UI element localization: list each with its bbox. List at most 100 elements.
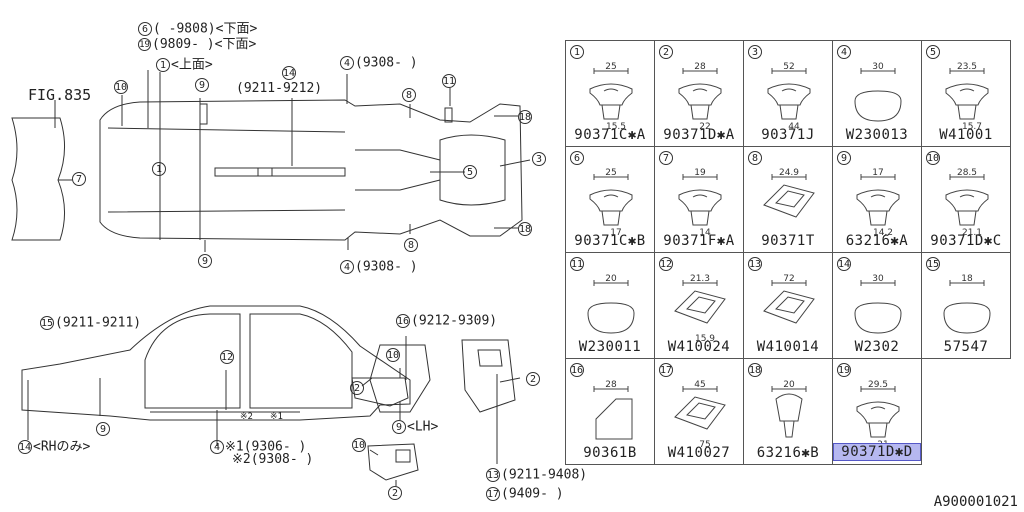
part-code[interactable]: 90371D✱A <box>663 127 735 143</box>
part-icon: 28.521.1 <box>945 168 989 238</box>
part-number: 1 <box>570 45 584 59</box>
figure-reference: FIG.835 <box>28 86 92 104</box>
callout-2-left: 2 <box>350 381 365 396</box>
callout-number: 8 <box>404 238 418 252</box>
callout-number: 12 <box>220 350 234 364</box>
callout-number: 5 <box>463 165 477 179</box>
part-cell-19[interactable]: 29.5211990371D✱D <box>832 358 922 465</box>
part-code[interactable]: 90371J <box>761 127 815 143</box>
callout-text: <LH> <box>407 419 439 435</box>
part-icon: 18 <box>943 274 991 334</box>
callout-number: 19 <box>138 38 151 51</box>
callout-number: 4 <box>210 440 224 454</box>
part-number: 7 <box>659 151 673 165</box>
part-dimension: 45 <box>694 380 705 390</box>
part-dimension: 14.2 <box>873 228 893 238</box>
callout-number: 9 <box>96 422 110 436</box>
part-code[interactable]: 90371D✱C <box>930 233 1002 249</box>
callout-4-top: 4(9308- ) <box>340 56 418 71</box>
part-code[interactable]: W41001 <box>939 127 993 143</box>
part-code[interactable]: W410027 <box>667 445 731 461</box>
callout-5: 5 <box>463 165 478 180</box>
part-code[interactable]: W410024 <box>667 339 731 355</box>
callout-4-bottom: 4(9308- ) <box>340 260 418 275</box>
part-number: 3 <box>748 45 762 59</box>
part-code[interactable]: 90371F✱A <box>663 233 735 249</box>
callout-text: (9809- )<下面> <box>152 37 257 52</box>
part-dimension: 75 <box>699 440 710 450</box>
callout-10-mid: 10 <box>386 348 401 363</box>
part-dimension: 15.5 <box>606 122 626 132</box>
part-dimension: 24.9 <box>779 168 799 178</box>
callout-1: 1 <box>152 162 167 177</box>
callout-number: 7 <box>72 172 86 186</box>
callout-number: 14 <box>18 440 32 454</box>
callout-9-bottom: 9 <box>198 254 213 269</box>
part-icon: 17 14.2 <box>856 168 900 238</box>
part-code[interactable]: W230011 <box>578 339 642 355</box>
part-code[interactable]: 90371C✱B <box>574 233 646 249</box>
part-dimension: 20 <box>605 274 617 284</box>
fig835-panel <box>11 117 66 241</box>
part-dimension: 17 <box>872 168 883 178</box>
part-icon: 24.9 <box>763 168 815 218</box>
part-icon: 28 <box>593 380 633 440</box>
callout-12: 12 <box>220 350 235 365</box>
part-code[interactable]: 57547 <box>943 339 989 355</box>
callout-text: ( -9808)<下面> <box>153 21 258 37</box>
part-number: 6 <box>570 151 584 165</box>
part-number: 4 <box>837 45 851 59</box>
callout-4-star2: ※2(9308- ) <box>232 452 314 467</box>
callout-number: 18 <box>518 110 532 124</box>
callout-7: 7 <box>72 172 87 187</box>
callout-1-top: 1<上面> <box>156 58 213 73</box>
callout-text: (9409- ) <box>501 486 564 502</box>
callout-number: 10 <box>114 80 128 94</box>
part-code[interactable]: 90371C✱A <box>574 127 646 143</box>
part-code[interactable]: 90371D✱D <box>833 443 921 461</box>
underbody-outline <box>99 99 523 241</box>
callout-number: 9 <box>198 254 212 268</box>
part-code[interactable]: 63216✱A <box>845 233 909 249</box>
part-code[interactable]: W410014 <box>756 339 820 355</box>
callout-number: 1 <box>152 162 166 176</box>
callout-number: 13 <box>486 468 500 482</box>
part-code[interactable]: 90361B <box>583 445 637 461</box>
callout-number: 1 <box>156 58 170 72</box>
callout-text: (9308- ) <box>355 259 418 275</box>
part-code[interactable]: 63216✱B <box>756 445 820 461</box>
part-code[interactable]: W230013 <box>845 127 909 143</box>
callout-14: 14 <box>282 66 297 81</box>
callout-14-range: (9211-9212) <box>236 81 323 96</box>
callout-text: <上面> <box>171 57 213 73</box>
callout-text: (9211-9408) <box>501 467 588 483</box>
callout-number: 18 <box>518 222 532 236</box>
callout-number: 3 <box>532 152 546 166</box>
part-number: 19 <box>837 363 851 377</box>
part-dimension: 72 <box>783 274 794 284</box>
part-code[interactable]: W2302 <box>854 339 900 355</box>
part-icon: 72 <box>763 274 815 324</box>
part-code[interactable]: 90371T <box>761 233 815 249</box>
